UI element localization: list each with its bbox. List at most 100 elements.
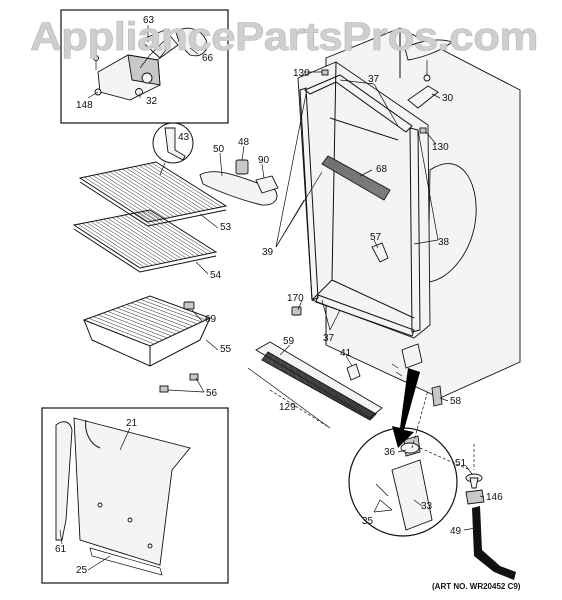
label-51: 51: [455, 458, 467, 469]
wire-line: [262, 358, 371, 420]
wire-line: [264, 355, 374, 418]
label-170: 170: [287, 293, 304, 304]
wire-line: [137, 212, 204, 255]
wire-line: [107, 218, 174, 262]
art-number: (ART NO. WR20452 C9): [432, 582, 521, 591]
wire-line: [265, 354, 374, 417]
wire-line: [265, 354, 375, 417]
wire-line: [117, 169, 188, 215]
wire-line: [325, 159, 388, 195]
wire-line: [143, 164, 214, 209]
wire-line: [266, 353, 375, 416]
wire-line: [267, 352, 376, 415]
wire-line: [325, 158, 389, 194]
leader-lines: [59, 25, 485, 571]
wire-line: [264, 356, 373, 418]
wire-line: [264, 356, 373, 418]
wire-line: [116, 307, 181, 333]
label-50: 50: [213, 144, 225, 155]
freezer-cabinet: [291, 27, 521, 407]
wire-line: [263, 357, 372, 419]
wire-line: [86, 222, 153, 266]
label-35: 35: [362, 516, 374, 527]
label-32: 32: [146, 96, 158, 107]
label-43: 43: [178, 132, 190, 143]
wire-line: [266, 353, 375, 416]
label-57: 57: [370, 232, 382, 243]
label-39: 39: [262, 247, 274, 258]
wire-line: [94, 220, 162, 264]
wire-line: [93, 316, 159, 343]
wire-line: [262, 359, 371, 420]
label-48: 48: [238, 137, 250, 148]
label-38: 38: [438, 237, 450, 248]
label-59: 59: [283, 336, 295, 347]
wire-line: [323, 161, 386, 198]
label-130-top: 130: [293, 68, 310, 79]
wire-line: [265, 355, 374, 417]
wire-line: [266, 353, 376, 416]
label-21: 21: [126, 418, 138, 429]
wire-line: [107, 311, 172, 337]
wire-line: [322, 163, 385, 200]
label-25: 25: [76, 565, 88, 576]
wire-line: [134, 166, 205, 211]
wire-line: [96, 174, 166, 219]
inset-liner-panel: [41, 407, 229, 584]
wire-line: [267, 352, 376, 415]
wire-line: [121, 306, 185, 331]
wire-line: [323, 161, 387, 197]
wire-line: [126, 304, 189, 329]
part-labels: 63 1 66 148 32 43 50 48 90 53 54 69 55 5…: [55, 15, 503, 576]
wire-line: [265, 355, 374, 417]
label-129: 129: [279, 402, 296, 413]
wire-line: [78, 223, 145, 268]
wire-line: [145, 297, 206, 321]
wire-line: [324, 159, 388, 196]
detail-arrow: [392, 368, 420, 448]
label-63: 63: [143, 15, 155, 26]
wire-line: [92, 175, 162, 220]
label-146: 146: [486, 492, 503, 503]
wire-line: [263, 357, 373, 419]
label-55: 55: [220, 344, 232, 355]
wire-line: [105, 172, 175, 217]
wire-line: [327, 156, 390, 192]
wire-line: [326, 157, 390, 192]
wire-line: [140, 299, 202, 323]
wire-line: [326, 157, 389, 193]
label-66: 66: [202, 53, 214, 64]
label-37-bottom: 37: [323, 333, 335, 344]
wire-line: [88, 176, 157, 221]
wire-line: [132, 213, 200, 256]
wire-line: [138, 165, 209, 210]
label-68: 68: [376, 164, 388, 175]
wire-line: [124, 214, 191, 258]
hinge-detail: [348, 389, 471, 537]
wire-line: [147, 163, 218, 208]
label-130-right: 130: [432, 142, 449, 153]
kick-plate: [247, 341, 383, 429]
label-1: 1: [90, 41, 96, 52]
wire-line: [130, 167, 201, 212]
wire-line: [135, 300, 198, 325]
wire-line: [90, 221, 158, 265]
wire-line: [111, 217, 179, 261]
door-rack-parts: [199, 159, 279, 206]
label-49: 49: [450, 526, 462, 537]
wire-shelf-upper: [78, 161, 228, 227]
wire-line: [145, 210, 212, 254]
wire-line: [103, 218, 170, 262]
wire-line: [84, 176, 153, 222]
label-41: 41: [340, 348, 352, 359]
label-90: 90: [258, 155, 270, 166]
label-61: 61: [55, 544, 67, 555]
wire-line: [112, 309, 176, 335]
wire-line: [262, 359, 371, 420]
label-148: 148: [76, 100, 93, 111]
label-30: 30: [442, 93, 454, 104]
inset-light-assembly: [60, 9, 229, 124]
wire-line: [122, 168, 192, 214]
